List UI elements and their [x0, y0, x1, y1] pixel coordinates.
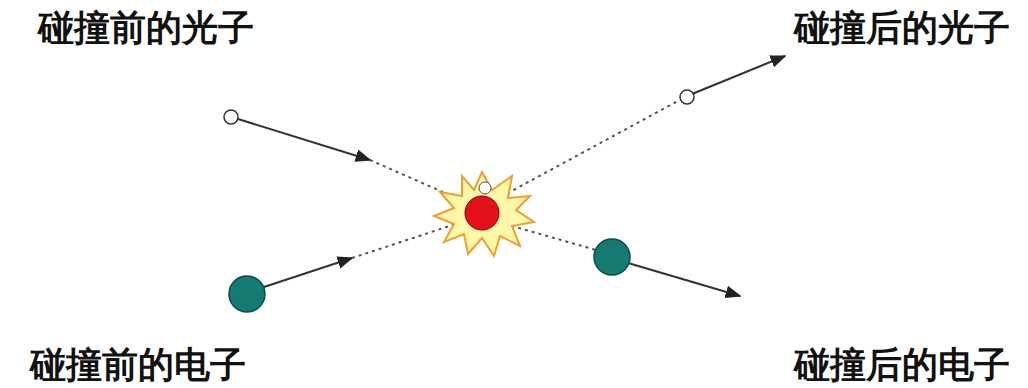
- photon-after: [680, 90, 694, 104]
- photon-before-label: 碰撞前的光子: [38, 10, 254, 46]
- photon-before: [224, 110, 238, 124]
- photon-path: [692, 56, 785, 94]
- electron-after: [594, 239, 630, 275]
- photon-after-label: 碰撞后的光子: [794, 10, 1010, 46]
- electron-before-label: 碰撞前的电子: [30, 347, 246, 383]
- photon-dashed-path: [495, 101, 678, 200]
- electron-path: [264, 258, 352, 287]
- photon-at-collision: [479, 182, 491, 194]
- electron-path: [628, 263, 740, 296]
- photon-path: [238, 119, 370, 160]
- collision-point: [465, 196, 499, 230]
- electron-before: [229, 276, 265, 312]
- collision-burst: [434, 172, 534, 256]
- electron-after-label: 碰撞后的电子: [794, 347, 1010, 383]
